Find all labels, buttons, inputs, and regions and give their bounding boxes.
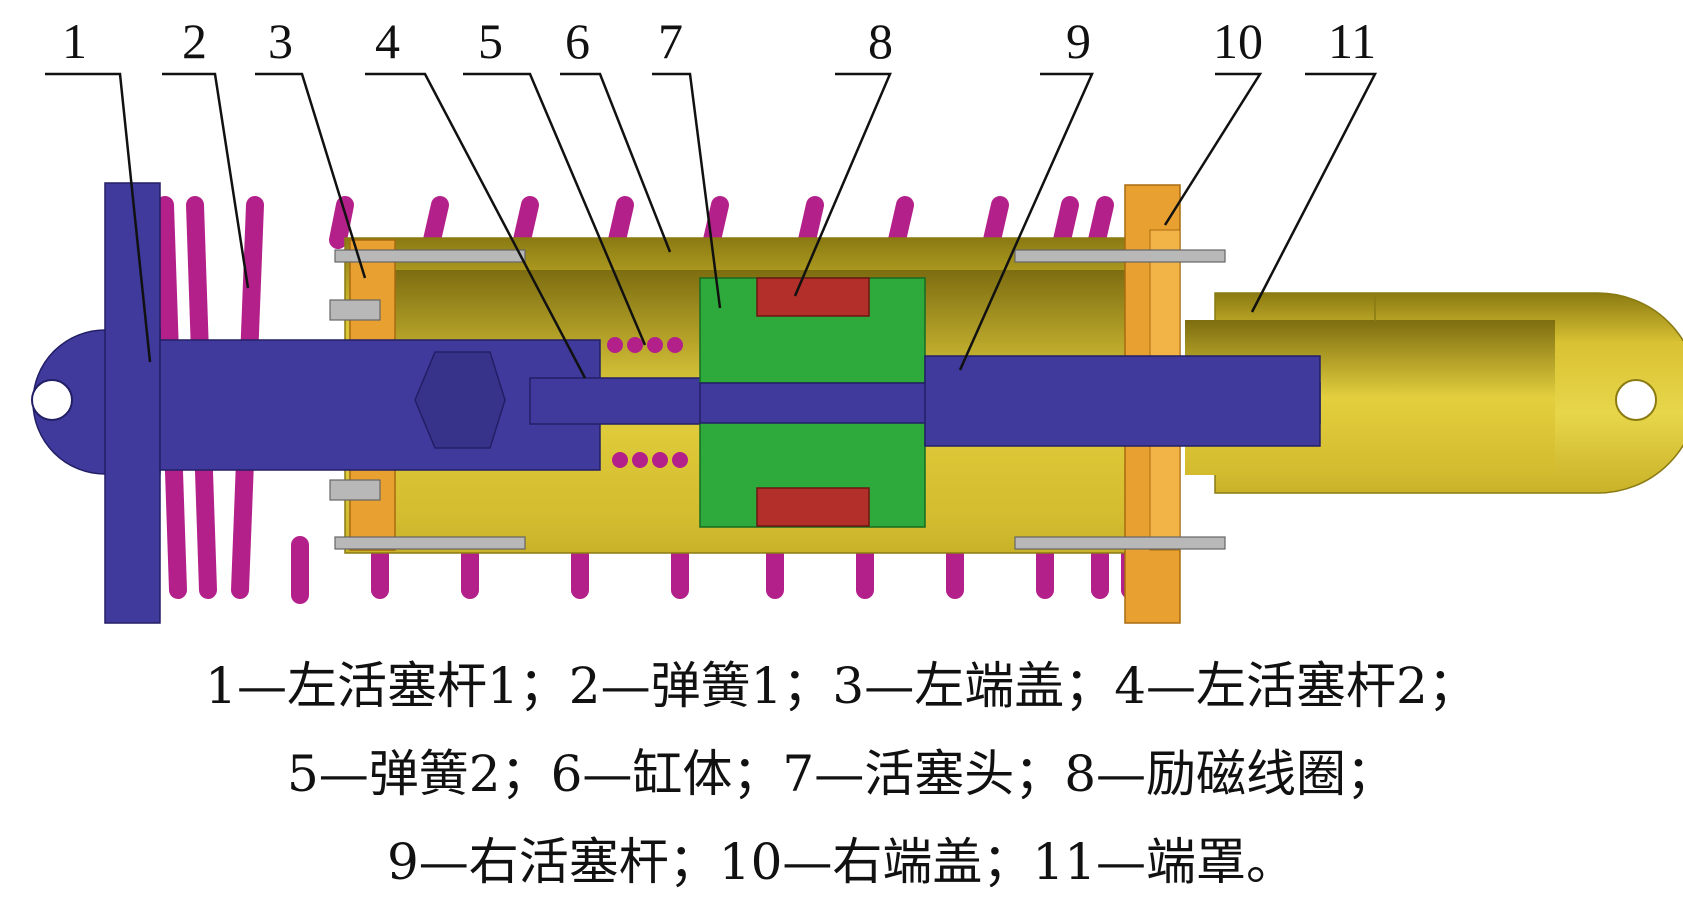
left-piston-rod-2 [529, 377, 711, 425]
caption-line-3: 9—右活塞杆；10—右端盖；11—端罩。 [386, 833, 1297, 891]
excitation-coil-upper [756, 277, 870, 317]
tie-bolts [329, 249, 1226, 550]
left-flange [104, 182, 161, 624]
callout-label-3: 3 [268, 13, 293, 69]
damper-cross-section-diagram: 1 2 3 4 5 6 7 8 9 10 11 [31, 13, 1683, 624]
callout-label-8: 8 [868, 13, 893, 69]
spring-coils-top [329, 196, 1114, 249]
callout-label-4: 4 [375, 13, 400, 69]
callout-label-11: 11 [1328, 13, 1376, 69]
spring-2 [607, 337, 688, 468]
callout-label-9: 9 [1066, 13, 1091, 69]
callout-label-5: 5 [478, 13, 503, 69]
caption-line-1: 1—左活塞杆1；2—弹簧1；3—左端盖；4—左活塞杆2； [205, 657, 1478, 715]
left-rod-eye-hole [31, 379, 73, 421]
excitation-coil-lower [756, 487, 870, 527]
callout-label-2: 2 [182, 13, 207, 69]
callout-label-6: 6 [565, 13, 590, 69]
callout-labels: 1 2 3 4 5 6 7 8 9 10 11 [62, 13, 1376, 69]
left-piston-rod-1 [159, 339, 601, 471]
callout-label-7: 7 [658, 13, 683, 69]
end-cover-eye-hole [1615, 379, 1657, 421]
leader-lines [45, 72, 1378, 379]
callout-label-10: 10 [1213, 13, 1263, 69]
figure-caption: 1—左活塞杆1；2—弹簧1；3—左端盖；4—左活塞杆2； 5—弹簧2；6—缸体；… [0, 642, 1683, 906]
caption-line-2: 5—弹簧2；6—缸体；7—活塞头；8—励磁线圈； [286, 745, 1397, 803]
callout-label-1: 1 [62, 13, 87, 69]
